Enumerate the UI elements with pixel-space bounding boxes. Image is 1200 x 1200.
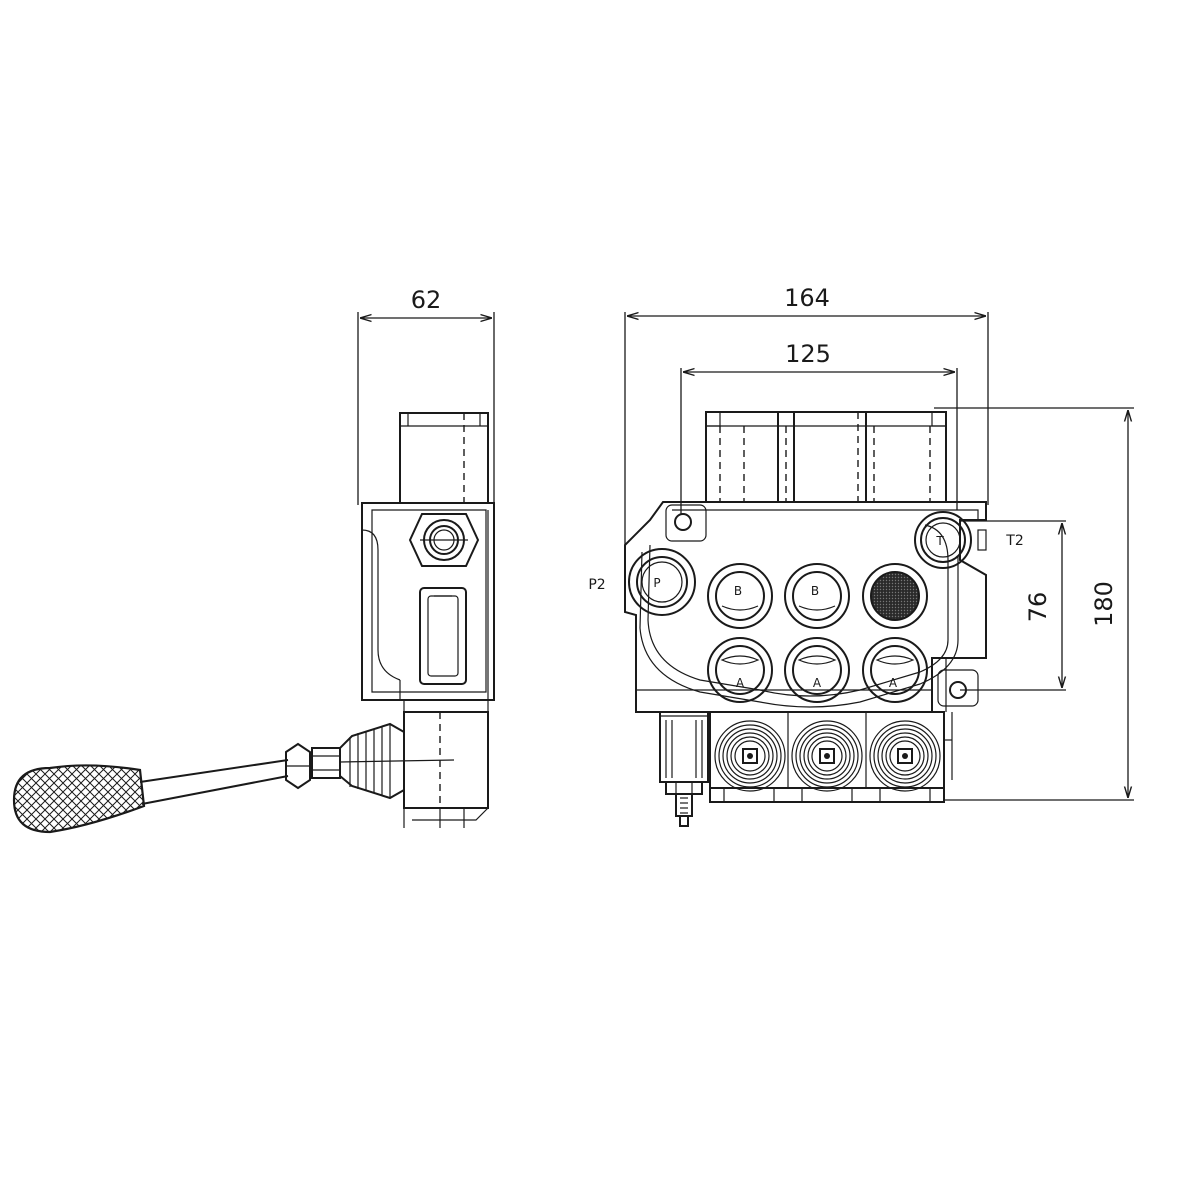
spring-coil-2: [791, 720, 863, 792]
port-p: P: [628, 548, 696, 616]
port-t: T: [914, 511, 972, 569]
dimension-125: 125: [680, 340, 958, 515]
port-label-a-3: A: [889, 676, 898, 690]
dimension-164: 164: [624, 284, 989, 545]
valve-body: [624, 501, 987, 713]
port-b-1: B: [707, 563, 773, 629]
dim-label-164: 164: [784, 284, 830, 312]
port-plugged: [862, 563, 928, 629]
spring-caps: [709, 711, 953, 803]
port-label-a-2: A: [813, 676, 822, 690]
dimension-180: 180: [934, 407, 1134, 801]
port-b-2: B: [784, 563, 850, 629]
port-label-t: T: [935, 534, 944, 548]
side-view: 62: [12, 286, 495, 834]
port-a-1: A: [707, 637, 773, 703]
port-a-3: A: [862, 637, 928, 703]
front-view: 164 125 180 76: [588, 284, 1134, 827]
spring-coil-1: [714, 720, 786, 792]
spring-coil-3: [869, 720, 941, 792]
dim-label-62: 62: [411, 286, 442, 314]
port-a-2: A: [784, 637, 850, 703]
relief-valve: [659, 711, 709, 827]
port-label-t2: T2: [1005, 533, 1023, 549]
port-label-b-2: B: [811, 584, 819, 598]
port-label-b-1: B: [734, 584, 742, 598]
port-label-a-1: A: [736, 676, 745, 690]
dim-label-180: 180: [1090, 581, 1118, 627]
port-label-p: P: [653, 576, 660, 590]
dim-label-76: 76: [1024, 592, 1052, 623]
dimension-62: 62: [357, 286, 495, 505]
top-caps: [705, 411, 947, 503]
port-label-p2: P2: [588, 577, 605, 593]
dim-label-125: 125: [785, 340, 831, 368]
